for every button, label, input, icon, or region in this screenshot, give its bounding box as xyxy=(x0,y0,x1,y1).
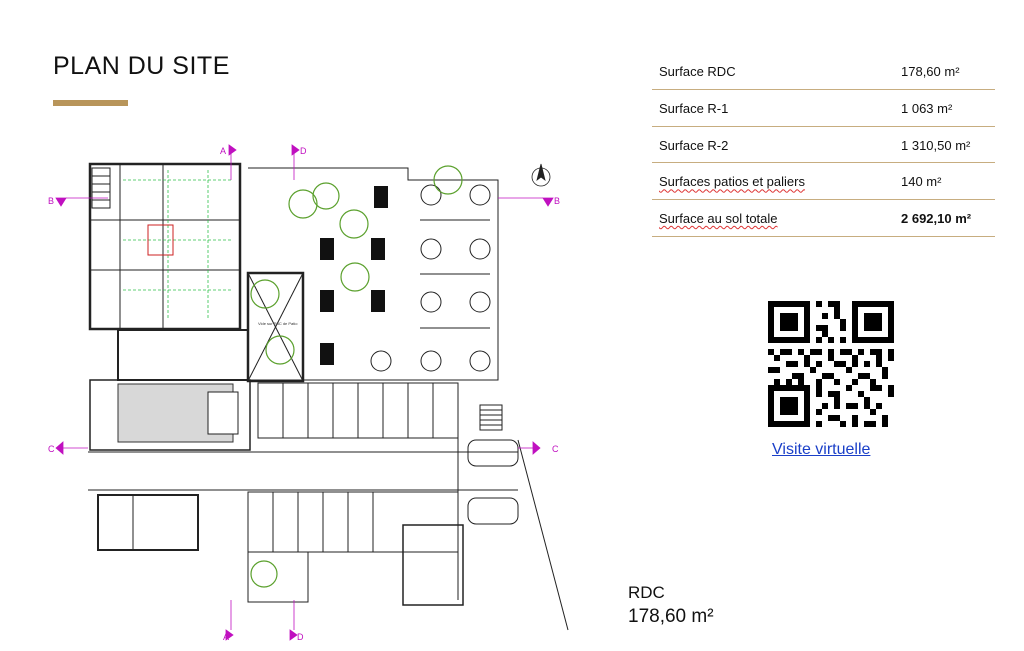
section-marker-b-right: B xyxy=(554,196,560,206)
section-marker-c-left: C xyxy=(48,444,55,454)
surface-value: 2 692,10 m² xyxy=(901,211,972,227)
surface-value: 140 m² xyxy=(901,174,942,190)
surface-value: 178,60 m² xyxy=(901,64,960,79)
title-underline xyxy=(53,100,128,106)
surface-label: Surface au sol totale xyxy=(659,211,778,227)
section-marker-a-top: A xyxy=(220,146,226,156)
north-arrow-icon xyxy=(531,163,551,187)
site-floor-plan: B B C C A D A D Vide sur RdC de Patio xyxy=(48,144,569,642)
surface-value: 1 310,50 m² xyxy=(901,137,971,153)
level-area: 178,60 m² xyxy=(628,606,714,627)
section-marker-c-right: C xyxy=(552,444,559,454)
section-marker-a-bottom: A xyxy=(223,632,229,642)
qr-code xyxy=(768,301,894,427)
virtual-tour-link[interactable]: Visite virtuelle xyxy=(772,441,871,458)
section-marker-d-bottom: D xyxy=(297,632,304,642)
surface-row-r2: Surface R-2 1 310,50 m² xyxy=(652,127,995,164)
page-title: PLAN DU SITE xyxy=(53,52,230,80)
surface-label: Surface RDC xyxy=(659,64,736,79)
surface-row-patios: Surfaces patios et paliers 140 m² xyxy=(652,163,995,201)
section-marker-d-top: D xyxy=(300,146,307,156)
level-name: RDC xyxy=(628,583,665,602)
surface-row-rdc: Surface RDC 178,60 m² xyxy=(652,53,995,90)
section-marker-b-left: B xyxy=(48,196,54,206)
surface-label: Surfaces patios et paliers xyxy=(659,174,805,190)
surface-value: 1 063 m² xyxy=(901,100,953,116)
surface-table: Surface RDC 178,60 m² Surface R-1 1 063 … xyxy=(652,53,995,237)
patio-caption: Vide sur RdC de Patio xyxy=(258,321,298,326)
surface-row-r1: Surface R-1 1 063 m² xyxy=(652,90,995,127)
surface-label: Surface R-1 xyxy=(659,100,729,116)
surface-row-total: Surface au sol totale 2 692,10 m² xyxy=(652,200,995,237)
surface-label: Surface R-2 xyxy=(659,137,729,153)
